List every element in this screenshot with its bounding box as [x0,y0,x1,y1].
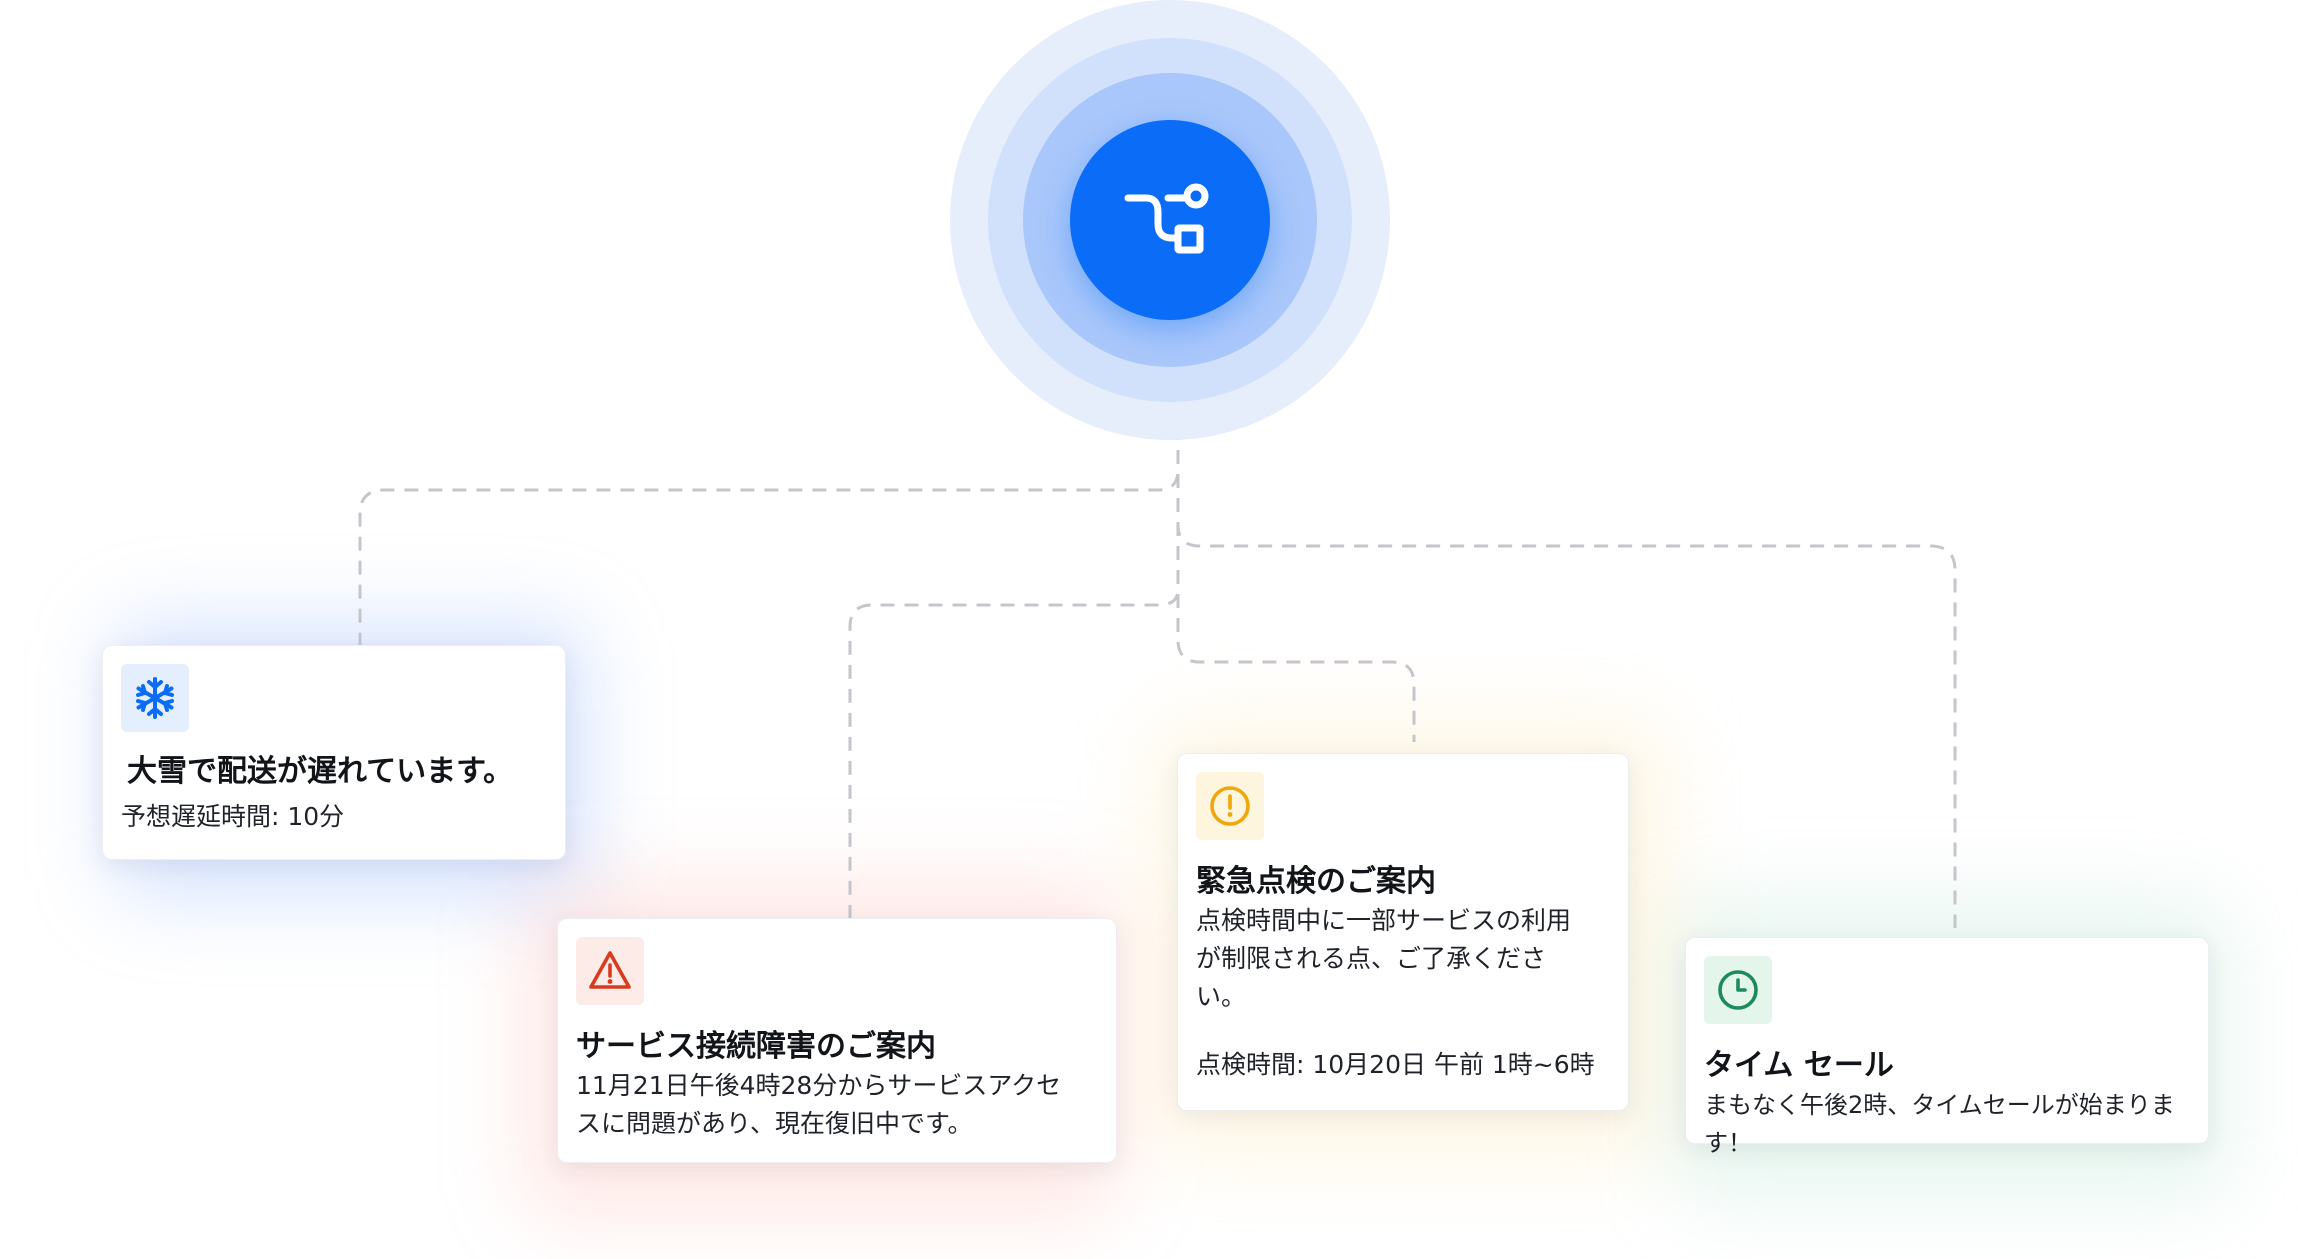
card-text: 点検時間: 10月20日 午前 1時~6時 [1196,1050,1595,1079]
hub-button[interactable] [1070,120,1270,320]
icon-box [121,664,189,732]
icon-box [1196,772,1264,840]
route-icon [1124,183,1209,254]
snowflake-icon [136,677,174,719]
connector-sale [1176,330,1957,928]
card-text: 予想遅延時間: 10分 [121,802,345,831]
card-text [1196,1016,1610,1046]
alert-circle-icon [1210,786,1250,826]
card-title: 緊急点検のご案内 [1196,864,1436,899]
clock-icon [1718,970,1758,1010]
card-title: 大雪で配送が遅れています。 [127,754,514,789]
card-title: サービス接続障害のご案内 [576,1029,936,1064]
notification-card-sale[interactable]: タイム セール まもなく午後2時、タイムセールが始まります！ [1685,937,2209,1157]
notification-card-maintenance[interactable]: 緊急点検のご案内 点検時間中に一部サービスの利用 が制限される点、ご了承くださ … [1177,753,1629,1111]
card-text: スに問題があり、現在復旧中です。 [576,1109,973,1138]
card-text: が制限される点、ご了承くださ [1196,944,1547,973]
icon-box [1704,956,1772,1024]
card-title: タイム セール [1704,1048,1894,1083]
connector-maintenance [1176,330,1416,742]
card-text: い。 [1196,982,1247,1011]
notification-card-outage[interactable]: サービス接続障害のご案内 11月21日午後4時28分からサービスアクセ スに問題… [557,918,1117,1163]
card-text: 点検時間中に一部サービスの利用 [1196,906,1572,935]
card-text: 11月21日午後4時28分からサービスアクセ [576,1071,1062,1100]
notification-card-snow[interactable]: 大雪で配送が遅れています。 予想遅延時間: 10分 [102,645,566,860]
warning-icon [589,951,631,989]
card-text: まもなく午後2時、タイムセールが始まります！ [1704,1091,2175,1157]
icon-box [576,937,644,1005]
